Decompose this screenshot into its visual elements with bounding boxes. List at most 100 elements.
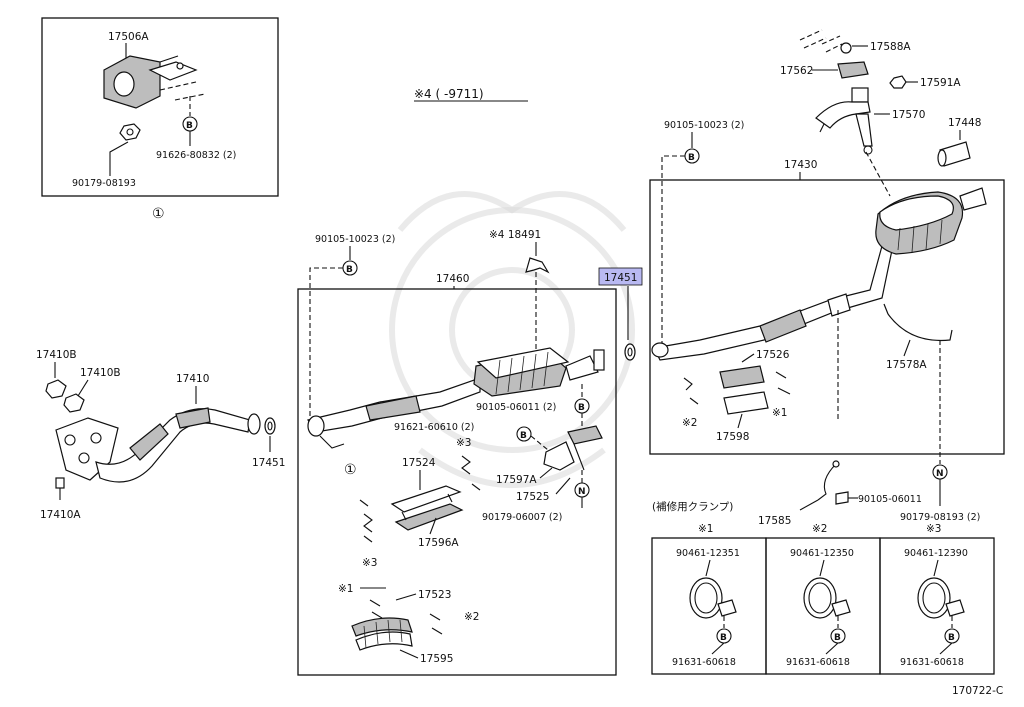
rear-nut-label[interactable]: 17591A bbox=[920, 77, 961, 89]
center-b-tag-mid: B bbox=[578, 403, 585, 413]
clamp-3-frame bbox=[879, 537, 995, 675]
center-hanger-a-label[interactable]: 17597A bbox=[496, 474, 537, 486]
front-stud-label[interactable]: 17410A bbox=[40, 509, 81, 521]
center-clip3-top-label: ※3 bbox=[456, 437, 471, 449]
front-pipe-group: 17410B 17410B 17410 17451 17410A bbox=[36, 349, 285, 521]
clamp-3-part[interactable] bbox=[917, 577, 965, 619]
clamp-1-bolt-label[interactable]: 91631-60618 bbox=[672, 657, 736, 668]
clamp-1-b-tag: B bbox=[720, 633, 727, 643]
rear-bracket-label[interactable]: 17570 bbox=[892, 109, 925, 121]
rear-bracket-low-label[interactable]: 17598 bbox=[716, 431, 749, 443]
rear-frame bbox=[649, 179, 1005, 455]
rear-cushion-label[interactable]: 17588A bbox=[870, 41, 911, 53]
rear-stay-label[interactable]: 17562 bbox=[780, 65, 813, 77]
center-nut-n-label[interactable]: 90179-06007 (2) bbox=[482, 512, 562, 523]
center-support-part[interactable] bbox=[390, 485, 464, 531]
front-nut-b-part[interactable] bbox=[63, 393, 85, 413]
center-hanger-label[interactable]: 17525 bbox=[516, 491, 549, 503]
rear-muffler-part[interactable] bbox=[651, 187, 987, 361]
center-bolt-mid-label[interactable]: 90105-06011 (2) bbox=[476, 402, 556, 413]
rear-support-label[interactable]: 17526 bbox=[756, 349, 790, 361]
clamp-2-b-tag: B bbox=[834, 633, 841, 643]
front-nut-a-label[interactable]: 17410B bbox=[36, 349, 77, 361]
rear-sensor-label[interactable]: 17585 bbox=[758, 515, 791, 527]
highlight-box[interactable] bbox=[598, 267, 643, 286]
inset-part-mount-label[interactable]: 17506A bbox=[108, 31, 149, 43]
front-pipe-label[interactable]: 17410 bbox=[176, 373, 209, 385]
clamp-2-part[interactable] bbox=[803, 577, 851, 619]
inset-nut-part[interactable] bbox=[119, 123, 141, 141]
rear-bracket-part[interactable] bbox=[815, 87, 873, 155]
front-gasket-label[interactable]: 17451 bbox=[252, 457, 285, 469]
diagram-id: 170722-C bbox=[952, 685, 1003, 697]
center-b-tag: B bbox=[346, 265, 353, 275]
rear-pipe-group: 90105-10023 (2) B 17430 17578A 17526 bbox=[649, 120, 1005, 527]
rear-clip2-label: ※2 bbox=[682, 417, 697, 429]
rear-clip1-label: ※1 bbox=[772, 407, 787, 419]
center-marker: ① bbox=[344, 462, 357, 478]
center-bracket-a-label[interactable]: 17596A bbox=[418, 537, 459, 549]
inset-nut-label[interactable]: 90179-08193 bbox=[72, 178, 136, 189]
rear-cushion-part[interactable] bbox=[840, 42, 852, 54]
rear-band-part[interactable] bbox=[883, 303, 953, 342]
rear-top-group: 17588A 17562 17591A 17570 17448 bbox=[780, 29, 981, 167]
center-b-tag-left: B bbox=[520, 431, 527, 441]
rear-stay-part[interactable] bbox=[837, 61, 869, 79]
note-mark: ※4 ( -9711) bbox=[414, 87, 484, 101]
front-gasket-part[interactable] bbox=[264, 417, 276, 435]
center-pipe-group: 90105-10023 (2) B ※4 18491 17460 17451 bbox=[297, 229, 643, 676]
repair-clamp-3: ※3 90461-12390 B 91631-60618 bbox=[879, 523, 995, 675]
center-frame bbox=[297, 288, 617, 676]
repair-clamp-1: ※1 90461-12351 B 91631-60618 bbox=[651, 523, 767, 675]
front-nut-a-part[interactable] bbox=[45, 379, 67, 399]
center-bracket-lower-part[interactable] bbox=[351, 617, 413, 651]
rear-bolt-sensor-label[interactable]: 90105-06011 bbox=[858, 494, 922, 505]
rear-bolt-top-label[interactable]: 90105-10023 (2) bbox=[664, 120, 744, 131]
center-clip3-bottom-label: ※3 bbox=[362, 557, 377, 569]
front-stud-part[interactable] bbox=[55, 477, 65, 500]
rear-b-tag: B bbox=[688, 153, 695, 163]
center-box-label: 17460 bbox=[436, 273, 469, 285]
center-bolt-top-label[interactable]: 90105-10023 (2) bbox=[315, 234, 395, 245]
rear-tail-pipe-label[interactable]: 17448 bbox=[948, 117, 981, 129]
front-pipe-part[interactable] bbox=[55, 407, 261, 483]
center-heat-insulator-label[interactable]: ※4 18491 bbox=[489, 229, 541, 241]
center-gasket-highlight-label[interactable]: 17451 bbox=[604, 272, 637, 284]
clamp-2-part-label[interactable]: 90461-12350 bbox=[790, 548, 854, 559]
center-bracket-lower-label[interactable]: 17595 bbox=[420, 653, 453, 665]
center-heat-insulator-part[interactable] bbox=[525, 257, 550, 274]
rear-sensor-part[interactable] bbox=[817, 463, 837, 501]
inset-marker: ① bbox=[152, 206, 165, 222]
rear-band-label[interactable]: 17578A bbox=[886, 359, 927, 371]
center-n-tag: N bbox=[578, 487, 586, 497]
inset-mount-panel: 17506A B 91626-80832 (2) 90179-08193 ① bbox=[41, 17, 279, 222]
inset-bolt-label[interactable]: 91626-80832 (2) bbox=[156, 150, 236, 161]
center-gasket-part[interactable] bbox=[624, 343, 636, 361]
center-clip1-label: ※1 bbox=[338, 583, 353, 595]
repair-clamp-title: (補修用クランプ) bbox=[652, 500, 733, 513]
center-support-lower-label[interactable]: 17523 bbox=[418, 589, 451, 601]
clamp-1-mark: ※1 bbox=[698, 523, 713, 535]
clamp-3-bolt-label[interactable]: 91631-60618 bbox=[900, 657, 964, 668]
center-pipe-part[interactable] bbox=[307, 347, 605, 449]
inset-frame bbox=[41, 17, 279, 197]
inset-b-tag: B bbox=[186, 121, 193, 131]
clamp-1-part[interactable] bbox=[689, 577, 737, 619]
rear-nut-rear-label[interactable]: 90179-08193 (2) bbox=[900, 512, 980, 523]
clamp-3-part-label[interactable]: 90461-12390 bbox=[904, 548, 968, 559]
clamp-1-part-label[interactable]: 90461-12351 bbox=[676, 548, 740, 559]
center-hanger-part[interactable] bbox=[543, 425, 603, 471]
rear-n-tag: N bbox=[936, 469, 944, 479]
rear-nut-part[interactable] bbox=[889, 75, 907, 89]
front-nut-b-label[interactable]: 17410B bbox=[80, 367, 121, 379]
mount-rubber-part[interactable] bbox=[103, 55, 198, 109]
clamp-3-mark: ※3 bbox=[926, 523, 941, 535]
rear-support-part[interactable] bbox=[719, 365, 769, 415]
center-support-label[interactable]: 17524 bbox=[402, 457, 436, 469]
center-bolt-left-label[interactable]: 91621-60610 (2) bbox=[394, 422, 474, 433]
rear-tail-pipe-part[interactable] bbox=[937, 141, 971, 167]
center-clip2-label: ※2 bbox=[464, 611, 479, 623]
repair-clamps-group: (補修用クランプ) ※1 90461-12351 B 91631-60618 ※… bbox=[651, 500, 995, 675]
clamp-2-bolt-label[interactable]: 91631-60618 bbox=[786, 657, 850, 668]
